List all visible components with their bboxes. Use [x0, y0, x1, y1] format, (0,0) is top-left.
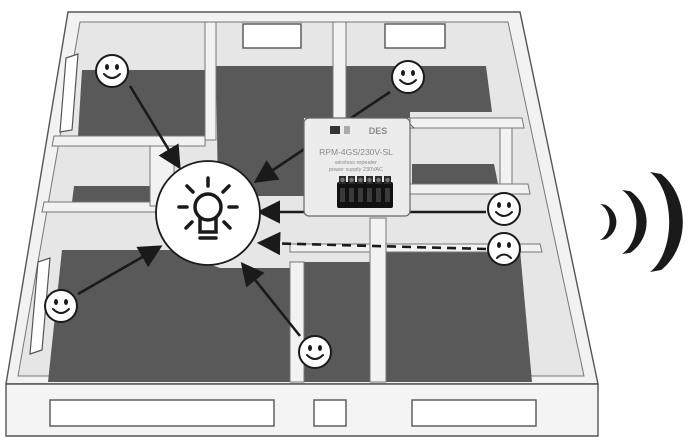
device-led: [344, 126, 350, 134]
device-line1-label: wireless repeater: [334, 160, 377, 166]
wave-arc-2: [622, 190, 647, 254]
front-window-center: [313, 399, 347, 427]
link-bottom: [240, 261, 302, 337]
wall-vertical-bottom-right: [369, 217, 387, 383]
side-window-top-left: [59, 53, 79, 133]
front-window-right: [411, 399, 537, 427]
wall-vertical-bottom-center: [289, 261, 305, 383]
sensor-left-happy-face-icon: [44, 289, 78, 323]
sensor-right-lower-sad-face-icon: [487, 232, 521, 266]
device-terminal-block: [337, 176, 393, 208]
device-brand-mark: DES: [369, 126, 388, 136]
wall-horizontal-right: [409, 117, 525, 129]
device-model-label: RPM-4GS/230V-SL: [319, 147, 393, 157]
floor-room-mid-left: [72, 186, 166, 202]
device-switch: [330, 126, 340, 134]
device-line2-label: power supply 230VAC: [329, 167, 383, 173]
wall-horizontal-left: [41, 201, 167, 213]
wall-horizontal-right-mid: [409, 183, 531, 195]
link-top-left: [128, 85, 181, 170]
sensor-top-right-happy-face-icon: [391, 60, 425, 94]
front-window-left: [49, 399, 275, 427]
wave-arc-3: [650, 172, 683, 272]
sensor-faces: [44, 54, 521, 369]
wall-vertical-top-left: [204, 21, 217, 141]
sensor-right-upper-happy-face-icon: [487, 192, 521, 226]
light-node-circle: [155, 160, 261, 266]
side-window-left: [29, 257, 51, 355]
repeater-device: DES RPM-4GS/230V-SL wireless repeater po…: [303, 117, 416, 217]
floor-room-bottom-left: [48, 250, 290, 382]
wireless-waves-icon: [600, 172, 683, 272]
back-window-right: [384, 23, 446, 49]
central-light-node: [155, 160, 261, 266]
light-bulb-icon: [177, 176, 239, 240]
floor-room-top-right: [346, 66, 492, 118]
floor-room-right-small: [412, 164, 498, 184]
sensor-bottom-happy-face-icon: [298, 335, 332, 369]
wall-vertical-top-right: [332, 21, 347, 119]
wave-arc-1: [600, 204, 617, 240]
wall-vertical-right: [499, 127, 513, 185]
back-window-center: [242, 23, 302, 49]
signal-links: [77, 85, 487, 337]
wall-horizontal-mid-left: [51, 135, 206, 147]
link-right-lower: [256, 231, 487, 256]
sensor-top-left-happy-face-icon: [95, 54, 129, 88]
link-left: [77, 245, 163, 296]
floor-room-bottom-right: [386, 250, 532, 382]
